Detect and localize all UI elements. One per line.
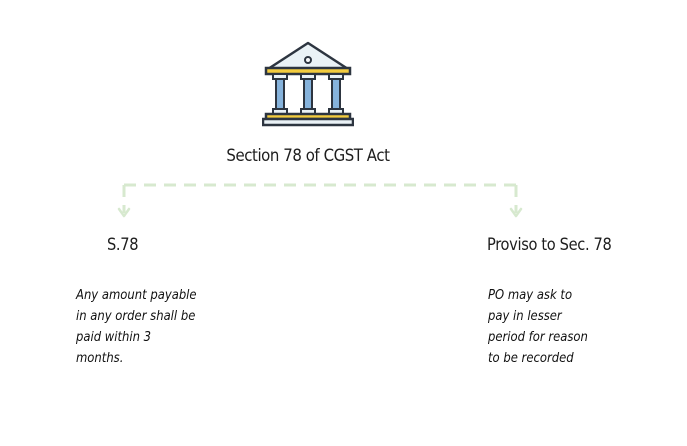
arrowhead-left xyxy=(117,207,131,218)
branch-text-s78: Any amount payable in any order shall be… xyxy=(76,287,197,366)
branch-heading-s78: S.78 xyxy=(107,235,139,255)
branch-text-proviso: PO may ask to pay in lesser period for r… xyxy=(488,287,588,366)
branch-heading-proviso: Proviso to Sec. 78 xyxy=(487,235,612,255)
diagram-title: Section 78 of CGST Act xyxy=(226,146,390,166)
courthouse-icon xyxy=(262,41,354,127)
arrowhead-right xyxy=(509,207,523,218)
